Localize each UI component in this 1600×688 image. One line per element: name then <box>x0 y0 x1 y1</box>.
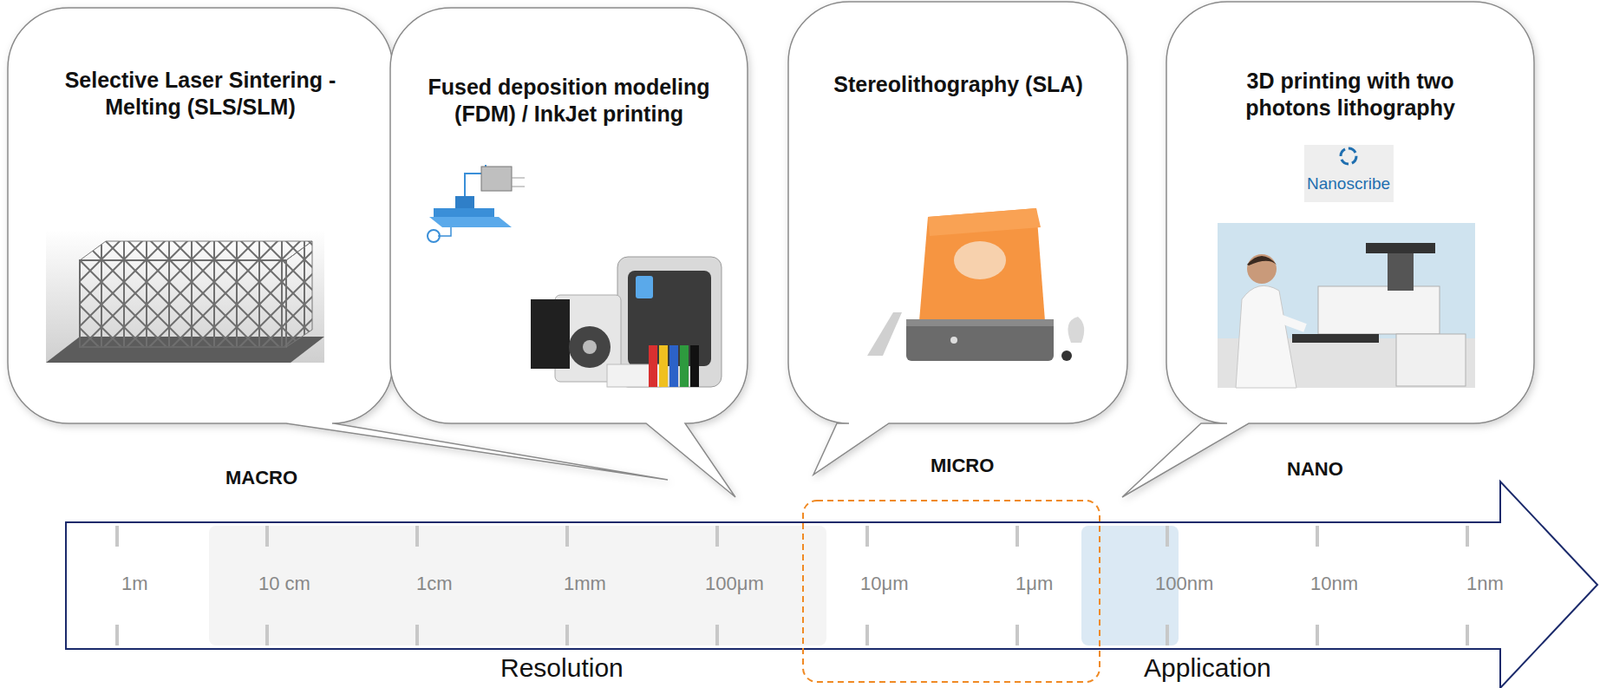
bubble-title: Selective Laser Sintering - Melting (SLS… <box>39 66 361 122</box>
scale-region: MACRO <box>225 466 298 489</box>
speech-bubbles <box>7 1 1535 497</box>
bubble-title: Stereolithography (SLA) <box>802 71 1115 98</box>
speech-bubble: Stereolithography (SLA) <box>788 1 1128 424</box>
scale-value: 100nm <box>1155 572 1214 595</box>
lattice-picture <box>45 229 325 363</box>
highlight-box <box>803 500 1100 682</box>
scale-region: NANO <box>1286 457 1344 480</box>
scale-value: 1m <box>121 572 149 595</box>
bubble-title: Fused deposition modeling (FDM) / InkJet… <box>402 73 736 129</box>
speech-bubble: 3D printing with two photons lithography <box>1166 1 1535 424</box>
scale-value: 100μm <box>705 572 765 595</box>
scale-value: 10 cm <box>258 572 311 595</box>
scale-value: 1μm <box>1015 572 1053 595</box>
scale-value: 1nm <box>1466 572 1504 595</box>
bubble-title: 3D printing with two photons lithography <box>1207 67 1494 123</box>
scale-value: 10nm <box>1310 572 1359 595</box>
logo-text: Nanoscribe <box>1306 174 1391 194</box>
scale-value: 1cm <box>416 572 453 595</box>
scale-region: MICRO <box>930 454 994 477</box>
axis-caption: Resolution <box>500 653 624 684</box>
speech-bubble: Selective Laser Sintering - Melting (SLS… <box>7 7 393 424</box>
scale-value: 1mm <box>563 572 607 595</box>
nanoscribe-picture <box>1217 144 1476 388</box>
speech-bubble: Fused deposition modeling (FDM) / InkJet… <box>390 7 748 424</box>
scale-value: 10μm <box>860 572 908 595</box>
axis-caption: Application <box>1143 653 1272 684</box>
scale-ticks <box>115 525 1470 646</box>
macro-band <box>208 525 827 646</box>
sla-printer-picture <box>867 208 1085 361</box>
scale-arrow <box>65 481 1598 688</box>
fdm-picture <box>427 164 722 387</box>
